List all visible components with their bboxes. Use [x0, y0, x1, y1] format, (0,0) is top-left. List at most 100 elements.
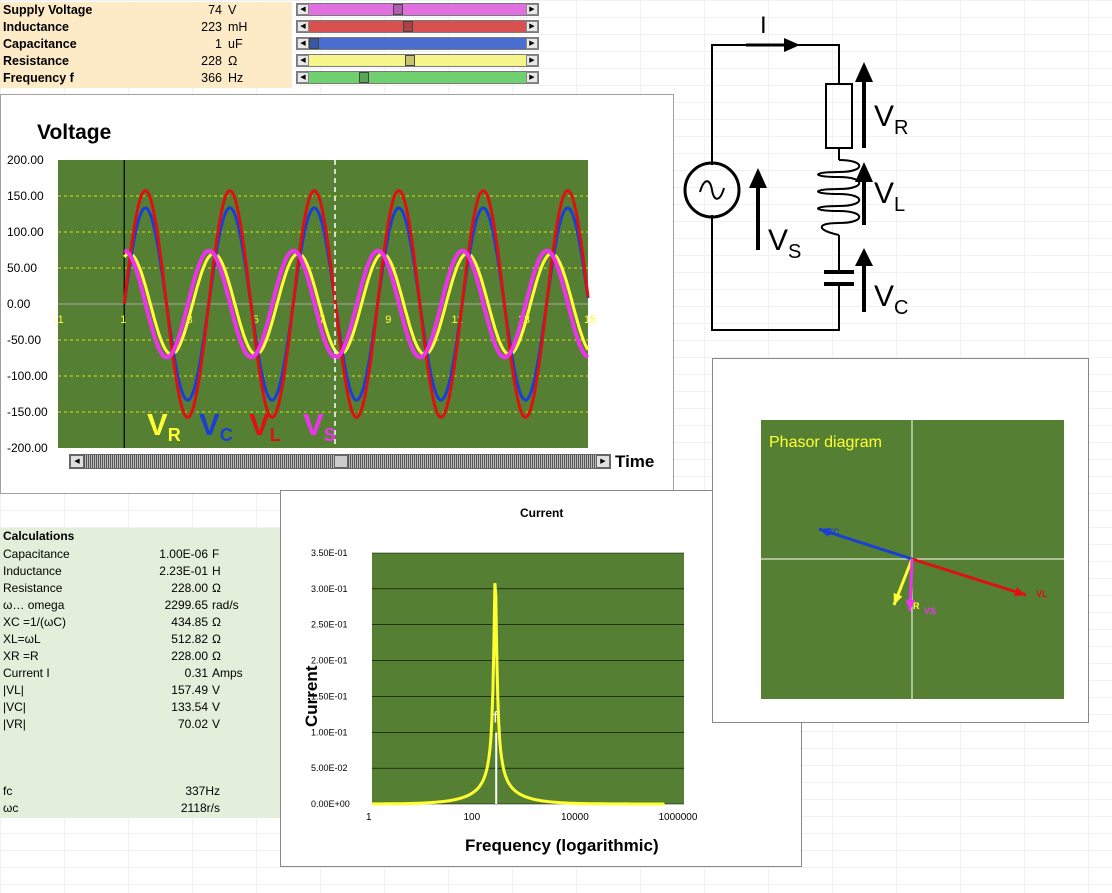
vc-arrow-icon — [855, 248, 873, 266]
param-slider[interactable]: ◀▶ — [296, 3, 539, 16]
calc-value: 228.00 — [171, 649, 208, 663]
scroll-left-icon[interactable]: ◀ — [70, 455, 84, 468]
y-tick-label: 2.00E-01 — [311, 656, 348, 666]
wire-bottom — [711, 215, 840, 331]
y-tick-label: 3.00E-01 — [311, 584, 348, 594]
calc-unit: Ω — [212, 615, 221, 629]
phasor-vector-vl — [911, 557, 1027, 597]
current-arrow-icon — [784, 38, 800, 52]
param-unit: mH — [228, 20, 248, 34]
vs-arrow-icon — [749, 168, 767, 188]
y-tick-label: 150.00 — [7, 189, 44, 203]
phasor-arrowhead-icon — [905, 599, 916, 611]
param-value: 1 — [215, 37, 222, 51]
calc-value: 2299.65 — [164, 598, 208, 612]
vr-arrow-icon — [855, 62, 873, 82]
calc-label: XL=ωL — [3, 632, 41, 646]
calc-unit: V — [212, 717, 221, 731]
slider-left-icon[interactable]: ◀ — [297, 55, 309, 66]
calc-label: ω… omega — [3, 598, 65, 612]
x-tick-label: 1000000 — [659, 812, 698, 823]
slider-thumb[interactable] — [405, 55, 416, 66]
param-slider[interactable]: ◀▶ — [296, 71, 539, 84]
voltage-plot: 200.00150.00100.0050.000.00-50.00-100.00… — [7, 153, 596, 455]
slider-thumb[interactable] — [403, 21, 414, 32]
calc-label: |VC| — [3, 700, 26, 714]
param-unit: Hz — [228, 71, 244, 85]
param-value: 74 — [208, 3, 222, 17]
time-scrollbar[interactable]: ◀ ▶ — [69, 454, 611, 469]
calc-extra-value: 2118r/s — [180, 801, 220, 815]
phasor-arrowhead-icon — [819, 527, 831, 537]
calc-unit: H — [212, 564, 221, 578]
slider-thumb[interactable] — [392, 4, 403, 15]
resistor-symbol — [825, 83, 853, 149]
param-slider[interactable]: ◀▶ — [296, 54, 539, 67]
y-tick-label: -100.00 — [7, 369, 48, 383]
slider-thumb[interactable] — [309, 38, 319, 49]
calc-value: 512.82 — [171, 632, 208, 646]
x-tick-label: 11 — [452, 314, 463, 326]
calc-label: Current I — [3, 666, 50, 680]
slider-right-icon[interactable]: ▶ — [526, 21, 538, 32]
slider-left-icon[interactable]: ◀ — [297, 38, 309, 49]
inductor-symbol — [817, 159, 860, 236]
x-tick-label: 9 — [385, 314, 391, 326]
slider-left-icon[interactable]: ◀ — [297, 72, 309, 83]
y-tick-label: -50.00 — [7, 333, 41, 347]
calc-label: Capacitance — [3, 547, 70, 561]
y-tick-label: 50.00 — [7, 261, 37, 275]
legend-item: VS — [303, 407, 336, 445]
param-slider[interactable]: ◀▶ — [296, 37, 539, 50]
calc-value: 157.49 — [171, 683, 208, 697]
calc-value: 70.02 — [177, 717, 208, 731]
param-slider[interactable]: ◀▶ — [296, 20, 539, 33]
slider-right-icon[interactable]: ▶ — [526, 55, 538, 66]
legend-item: VC — [199, 407, 233, 445]
frequency-marker-label: f — [493, 709, 498, 726]
calc-unit: Ω — [212, 649, 221, 663]
current-label: I — [760, 12, 767, 39]
y-tick-label: 100.00 — [7, 225, 44, 239]
phasor-label: VL — [1036, 589, 1048, 599]
calc-value: 133.54 — [171, 700, 208, 714]
scroll-right-icon[interactable]: ▶ — [596, 455, 610, 468]
voltage-chart-title: Voltage — [37, 121, 112, 144]
current-curve — [372, 582, 665, 806]
y-tick-label: 3.50E-01 — [311, 548, 348, 558]
circuit-schematic: I VR VL VS VC — [683, 12, 908, 331]
x-tick-label: 10000 — [561, 812, 589, 823]
phasor-vector-vc — [818, 527, 913, 561]
slider-left-icon[interactable]: ◀ — [297, 4, 309, 15]
circuit-label-vl: VL — [874, 177, 905, 216]
x-tick-label: 1 — [366, 812, 372, 823]
param-unit: uF — [228, 37, 243, 51]
slider-right-icon[interactable]: ▶ — [526, 72, 538, 83]
y-tick-label: 1.00E-01 — [311, 727, 348, 737]
phasor-label: VR — [907, 601, 920, 611]
current-chart-title: Current — [520, 506, 563, 520]
y-tick-label: 2.50E-01 — [311, 620, 348, 630]
slider-right-icon[interactable]: ▶ — [526, 4, 538, 15]
y-tick-label: 0.00 — [7, 297, 31, 311]
legend-item: VL — [249, 407, 281, 445]
scroll-thumb[interactable] — [334, 455, 348, 468]
param-value: 228 — [201, 54, 222, 68]
calc-unit: V — [212, 700, 221, 714]
phasor-arrowhead-icon — [893, 593, 903, 605]
legend-item: VR — [147, 407, 181, 445]
slider-thumb[interactable] — [359, 72, 370, 83]
slider-right-icon[interactable]: ▶ — [526, 38, 538, 49]
calc-value: 434.85 — [171, 615, 208, 629]
slider-left-icon[interactable]: ◀ — [297, 21, 309, 32]
